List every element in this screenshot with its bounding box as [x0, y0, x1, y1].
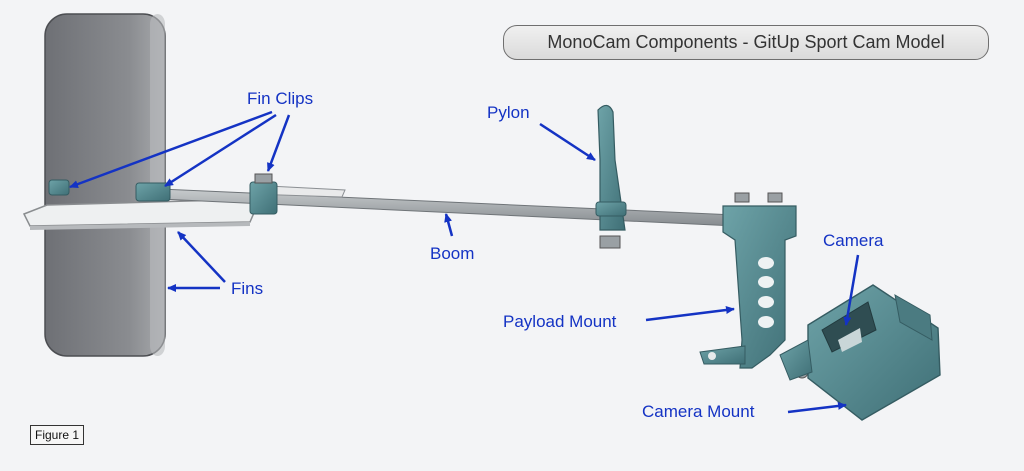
arrow-camera-mount — [787, 401, 847, 414]
label-camera: Camera — [823, 231, 884, 250]
label-fins: Fins — [231, 279, 264, 298]
diagram-title-text: MonoCam Components - GitUp Sport Cam Mod… — [547, 32, 945, 52]
arrow-fins-1 — [177, 231, 226, 283]
annotation-arrows — [69, 110, 860, 414]
arrow-fin-clip-2 — [164, 113, 277, 188]
arrow-fin-clip-1 — [69, 110, 273, 189]
label-camera-mount: Camera Mount — [642, 402, 755, 421]
horizontal-fin — [22, 198, 262, 230]
arrow-fin-clip-3 — [266, 114, 291, 172]
pylon-part — [595, 104, 627, 249]
arrow-pylon — [539, 122, 596, 162]
arrow-boom — [444, 213, 454, 237]
label-payload-mount: Payload Mount — [503, 312, 617, 331]
fin-clip-2 — [135, 182, 171, 202]
label-boom: Boom — [430, 244, 475, 263]
label-fin-clips: Fin Clips — [247, 89, 314, 108]
fin-clip-1 — [48, 179, 70, 196]
diagram-title: MonoCam Components - GitUp Sport Cam Mod… — [503, 25, 989, 60]
label-pylon: Pylon — [487, 103, 530, 122]
payload-mount-part — [699, 192, 809, 379]
fin-clip-3 — [249, 173, 278, 215]
camera-part — [779, 284, 941, 421]
arrow-camera — [843, 254, 860, 326]
arrow-payload-mount — [645, 306, 735, 322]
figure-label: Figure 1 — [30, 425, 85, 445]
